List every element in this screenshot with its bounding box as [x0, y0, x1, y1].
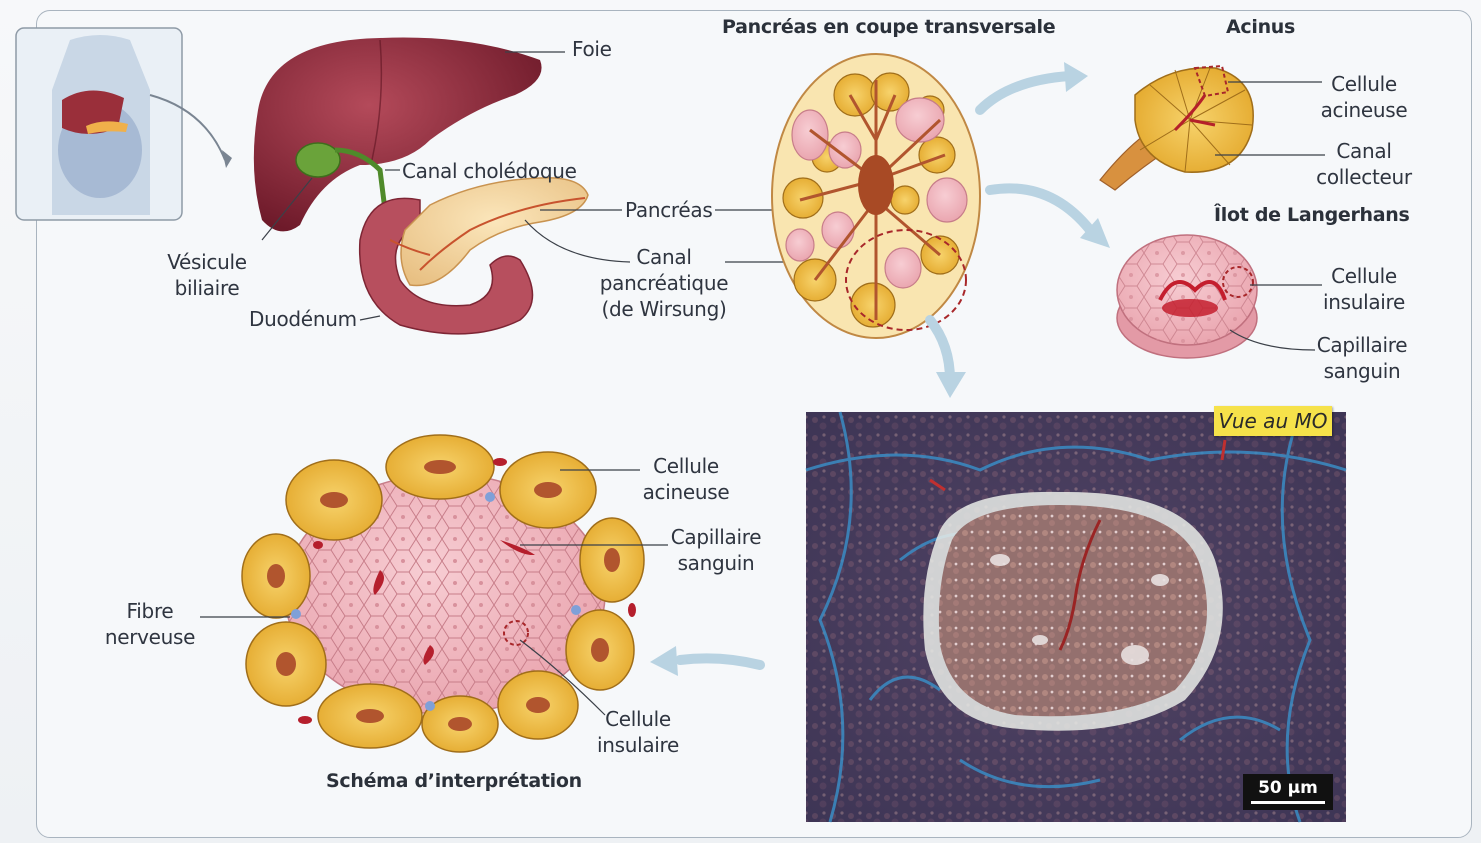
heading-pancreas-section: Pancréas en coupe transversale: [722, 16, 1055, 38]
label-canal-pancreatique-line3: (de Wirsung): [598, 296, 730, 322]
label-schema-fibre-line2: nerveuse: [102, 624, 198, 650]
label-islet-capillaire-line1: Capillaire: [1312, 332, 1412, 358]
label-acinus-cellule-line1: Cellule: [1318, 71, 1410, 97]
label-schema-fibre-nerveuse: Fibre nerveuse: [102, 598, 198, 650]
label-vesicule-line2: biliaire: [160, 275, 254, 301]
label-islet-cellule-line1: Cellule: [1318, 263, 1410, 289]
micrograph-image: [806, 412, 1346, 822]
label-acinus-cellule-line2: acineuse: [1318, 97, 1410, 123]
label-schema-insulaire-line1: Cellule: [592, 706, 684, 732]
label-islet-capillaire: Capillaire sanguin: [1312, 332, 1412, 384]
pancreas-illustration: [390, 178, 588, 286]
label-canal-collecteur-line2: collecteur: [1314, 164, 1414, 190]
label-canal-choledoque: Canal cholédoque: [402, 158, 577, 184]
label-schema-capillaire: Capillaire sanguin: [664, 524, 768, 576]
scale-bar-label: 50 µm: [1243, 778, 1333, 798]
pancreas-cross-section: [772, 54, 980, 338]
label-canal-pancreatique-line1: Canal: [598, 244, 730, 270]
label-pancreas: Pancréas: [625, 197, 712, 223]
label-islet-cellule-insulaire: Cellule insulaire: [1318, 263, 1410, 315]
label-canal-collecteur-line1: Canal: [1314, 138, 1414, 164]
label-schema-capillaire-line2: sanguin: [664, 550, 768, 576]
label-schema-insulaire-line2: insulaire: [592, 732, 684, 758]
label-canal-pancreatique: Canal pancréatique (de Wirsung): [598, 244, 730, 322]
label-vesicule-biliaire: Vésicule biliaire: [160, 249, 254, 301]
label-schema-cellule-insulaire: Cellule insulaire: [592, 706, 684, 758]
label-duodenum: Duodénum: [249, 306, 357, 332]
heading-acinus: Acinus: [1226, 16, 1295, 38]
heading-langerhans: Îlot de Langerhans: [1214, 204, 1410, 226]
label-acinus-cellule-acineuse: Cellule acineuse: [1318, 71, 1410, 123]
label-schema-fibre-line1: Fibre: [102, 598, 198, 624]
label-vesicule-line1: Vésicule: [160, 249, 254, 275]
micrograph-tag: Vue au MO: [1214, 406, 1332, 436]
label-schema-cellule-acineuse: Cellule acineuse: [638, 453, 734, 505]
acinus-illustration: [1100, 66, 1253, 190]
langerhans-islet-illustration: [1117, 235, 1257, 358]
label-schema-acineuse-line1: Cellule: [638, 453, 734, 479]
label-schema-acineuse-line2: acineuse: [638, 479, 734, 505]
scale-bar: 50 µm: [1243, 774, 1333, 810]
interpretation-schema: [242, 435, 644, 752]
label-canal-pancreatique-line2: pancréatique: [598, 270, 730, 296]
label-islet-cellule-line2: insulaire: [1318, 289, 1410, 315]
body-thumbnail: [16, 28, 232, 220]
heading-schema: Schéma d’interprétation: [326, 770, 582, 792]
label-schema-capillaire-line1: Capillaire: [664, 524, 768, 550]
label-canal-collecteur: Canal collecteur: [1314, 138, 1414, 190]
label-islet-capillaire-line2: sanguin: [1312, 358, 1412, 384]
scale-bar-line: [1251, 801, 1325, 804]
label-foie: Foie: [572, 36, 612, 62]
